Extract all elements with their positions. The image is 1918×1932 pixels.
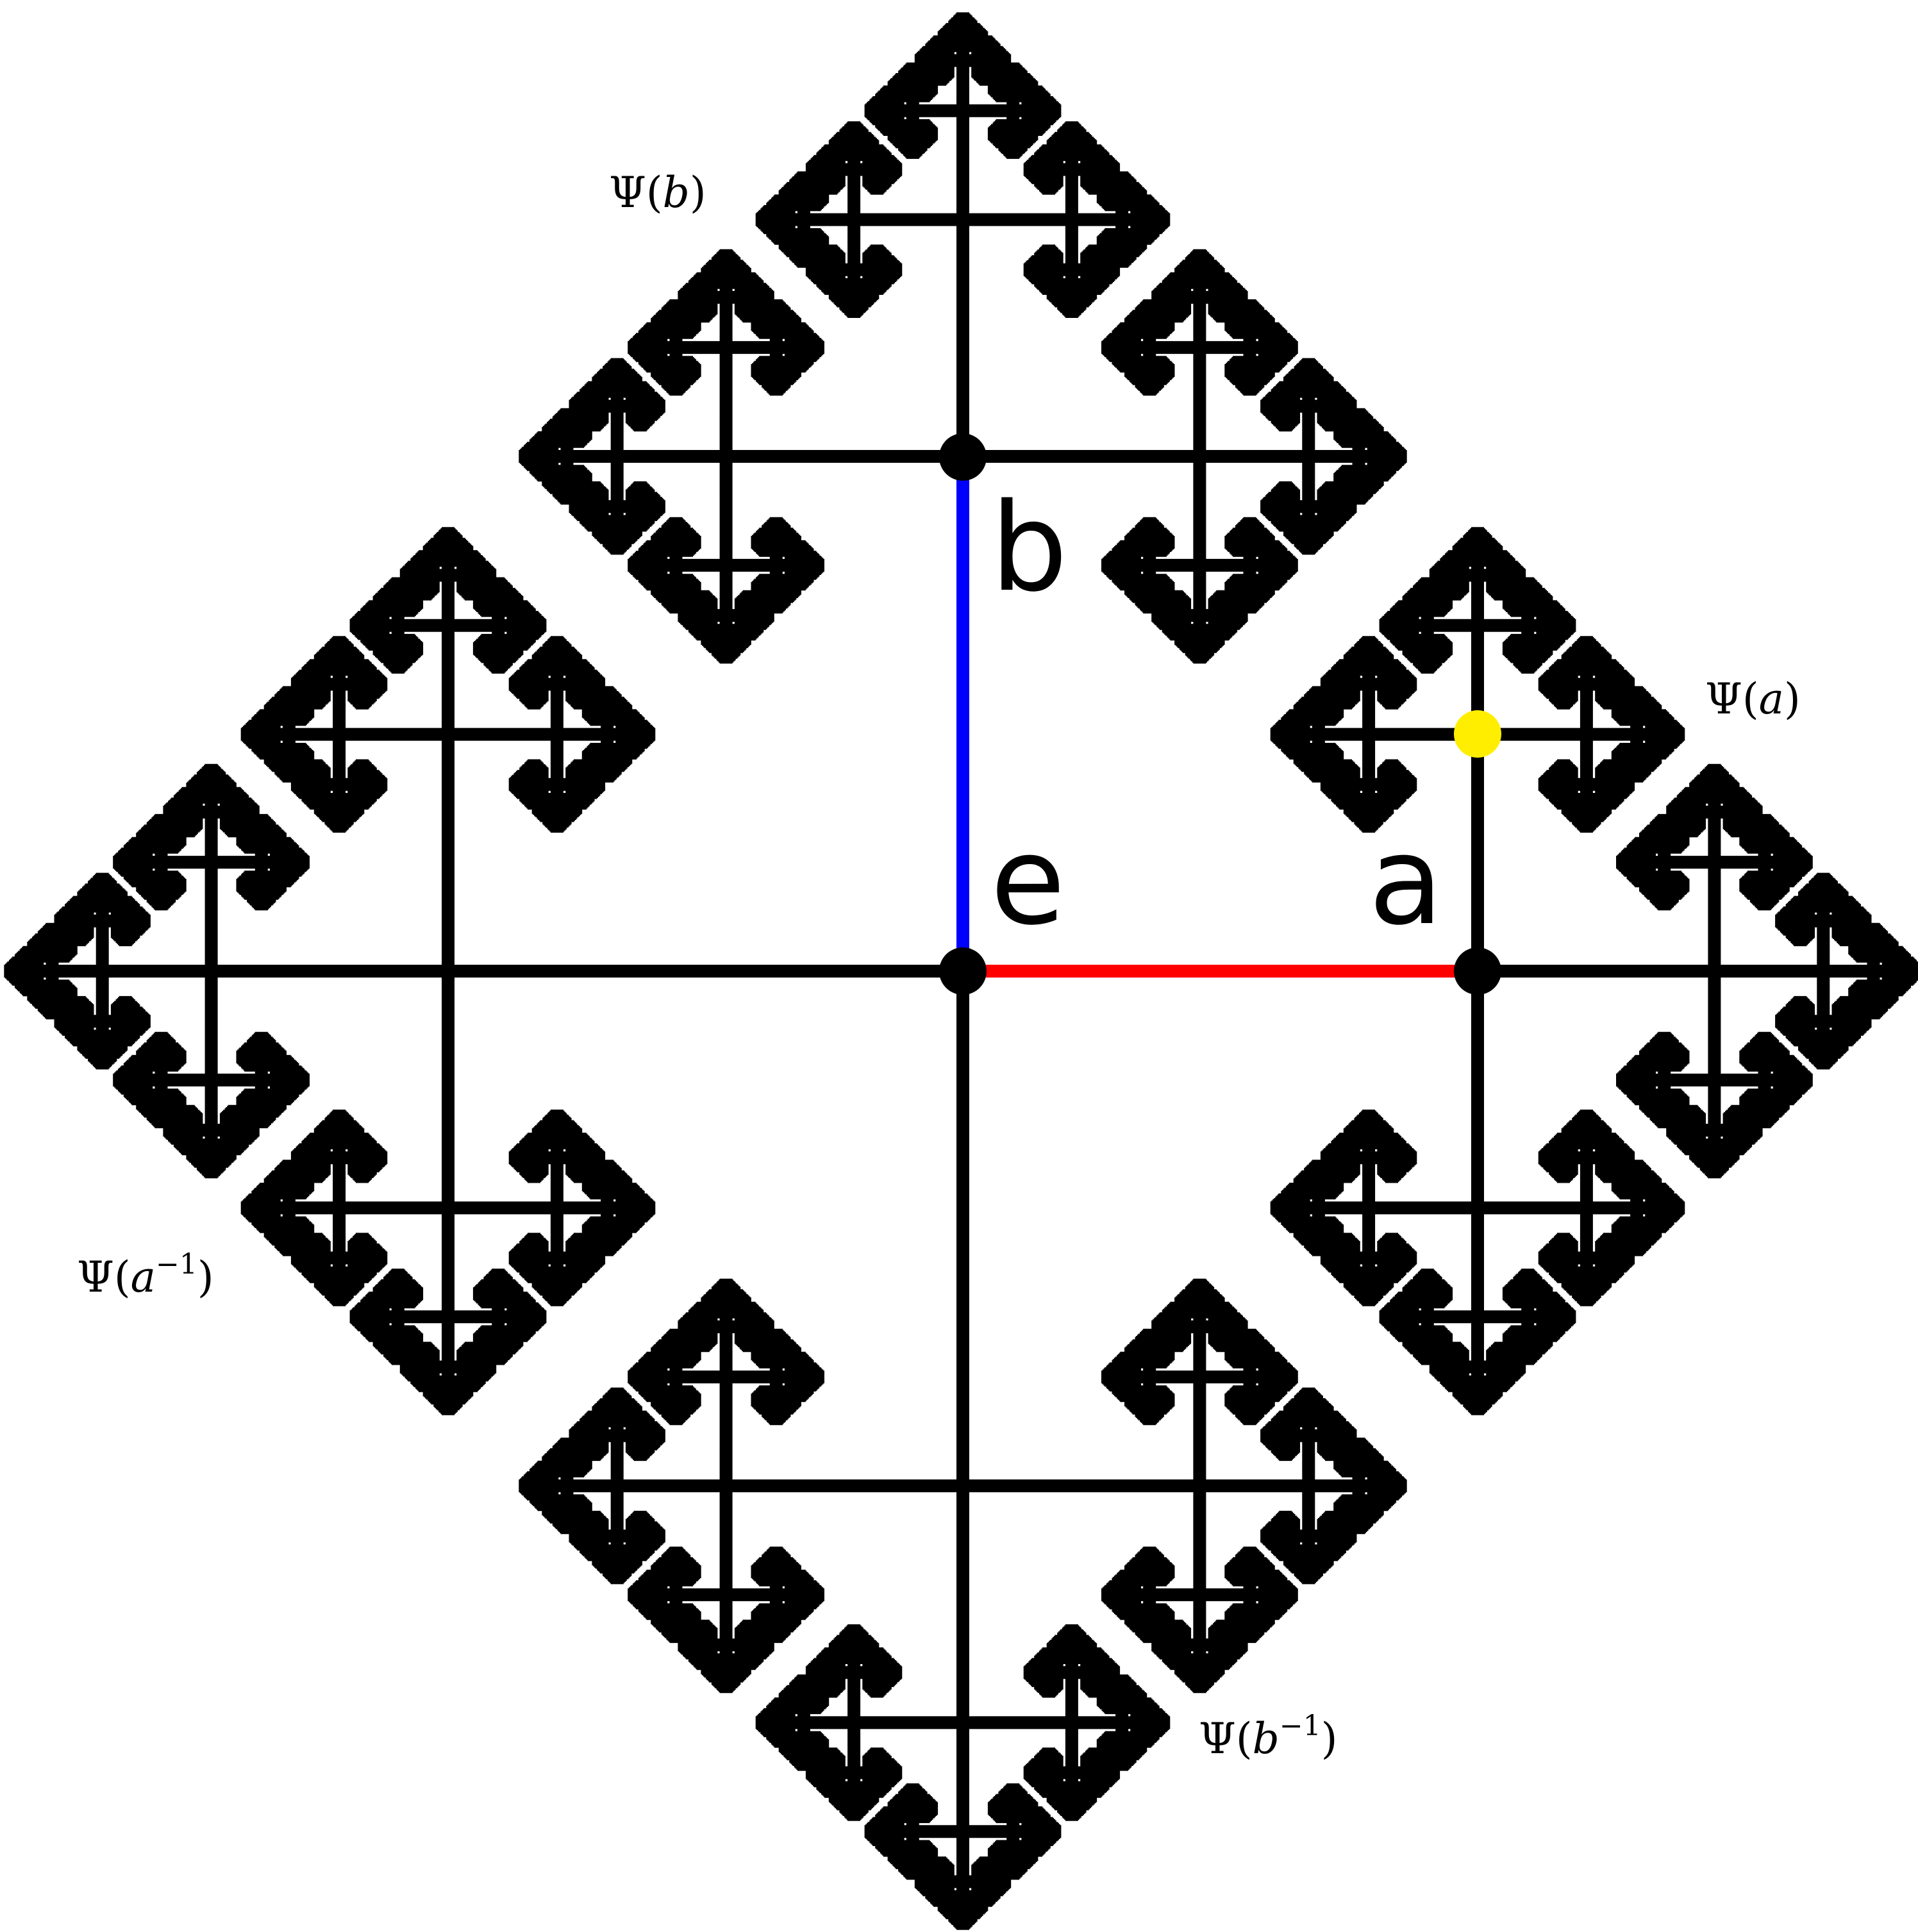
colored-generator-edges (956, 457, 1478, 978)
node-label-e: e (990, 810, 1065, 952)
node-label-a: a (1369, 810, 1444, 952)
vertex-e (939, 947, 987, 995)
subtree-label-psi-a: Ψ(a) (1705, 674, 1801, 724)
vertex-dots (939, 433, 1501, 995)
node-label-b: b (990, 477, 1068, 619)
vertex-a (1454, 947, 1501, 995)
vertex-b (939, 433, 987, 481)
highlighted-vertex (1454, 710, 1501, 758)
subtree-label-psi-b: Ψ(b) (609, 168, 706, 217)
subtree-label-psi-a-inverse: Ψ(a−1) (77, 1248, 214, 1302)
subtree-label-psi-b-inverse: Ψ(b−1) (1199, 1710, 1338, 1763)
